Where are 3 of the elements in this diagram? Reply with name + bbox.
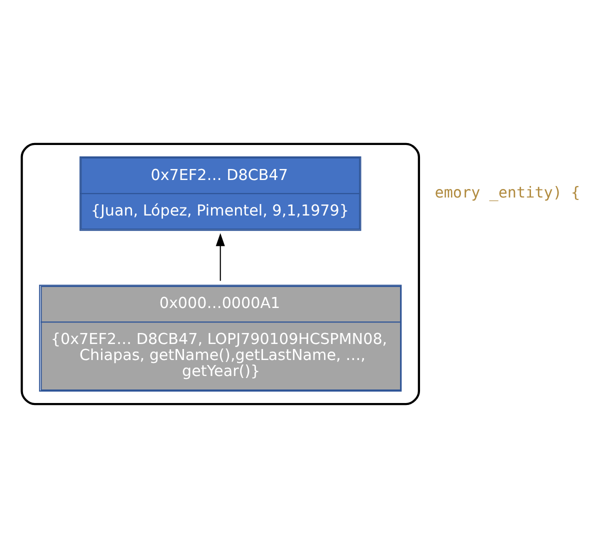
arrow bbox=[216, 233, 225, 281]
label: emory _entity) { bbox=[434, 184, 580, 202]
cluster bbox=[20, 142, 420, 406]
